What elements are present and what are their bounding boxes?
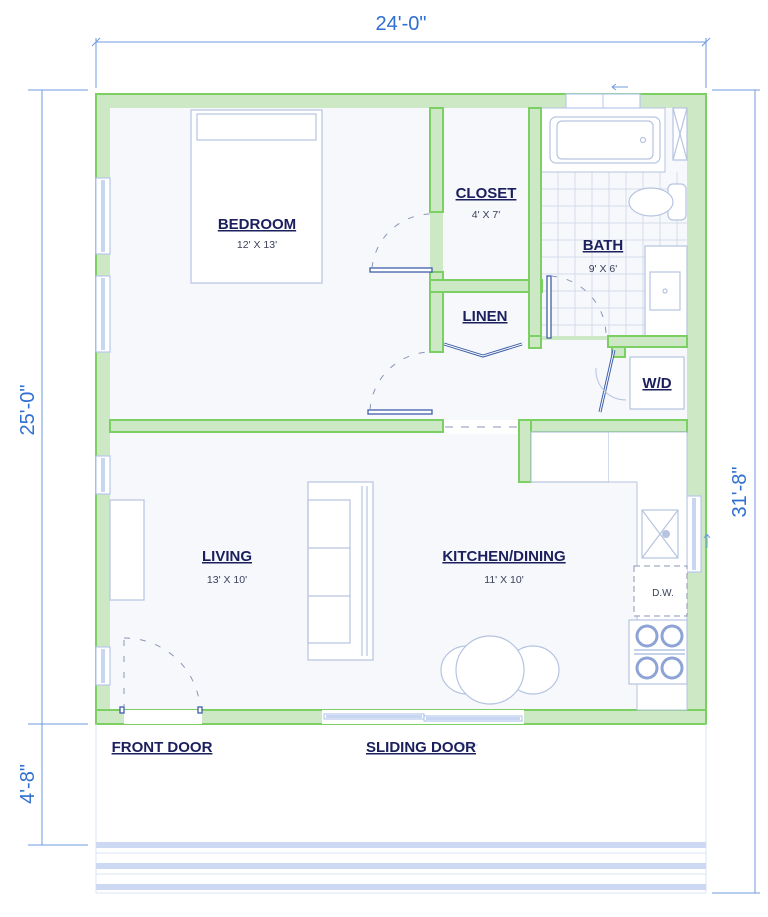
room-name: BATH — [583, 237, 624, 254]
wall-closet-linen — [429, 279, 543, 293]
dimension-width-label: 24'-0" — [376, 13, 427, 35]
bath-door[interactable] — [546, 275, 607, 339]
wall-kitchen-stub — [518, 419, 532, 483]
washer-dryer — [629, 356, 685, 410]
sliding-door-label: SLIDING DOOR — [366, 739, 476, 756]
room-size: 12' X 13' — [237, 239, 277, 251]
wall-bath-laundry — [607, 335, 688, 348]
wall-hall-kitchen — [518, 419, 688, 433]
linen-floor — [443, 292, 529, 340]
toilet-icon — [628, 183, 687, 221]
stove-icon — [628, 619, 688, 685]
dimension-right: 31'-8" — [712, 89, 760, 894]
sofa — [307, 481, 374, 661]
dimension-house-depth-label: 25'-0" — [17, 385, 39, 436]
wall-closet-bath — [528, 107, 542, 349]
refrigerator — [530, 431, 610, 483]
wall-stub — [528, 335, 542, 349]
wall-laundry-stub — [611, 346, 626, 358]
room-bath: BATH 9' X 6' — [583, 237, 624, 275]
room-linen: LINEN — [463, 308, 508, 325]
tub-drain-icon — [639, 136, 647, 144]
room-name: BEDROOM — [218, 216, 296, 233]
room-laundry: W/D — [642, 375, 671, 392]
dimension-overall-depth-label: 31'-8" — [729, 467, 751, 518]
bathtub-icon — [549, 116, 661, 164]
living-windows — [95, 455, 111, 686]
cabinet-cross-2 — [672, 107, 688, 161]
dimension-top: 24'-0" — [91, 13, 711, 88]
sink-drain — [662, 288, 668, 294]
room-size: 13' X 10' — [207, 574, 247, 586]
dishwasher: D.W. — [633, 565, 688, 617]
sliding-door[interactable] — [323, 713, 523, 749]
room-size: 9' X 6' — [589, 263, 618, 275]
front-door-label: FRONT DOOR — [112, 739, 213, 756]
bathtub-inner — [556, 120, 654, 160]
front-door-opening — [124, 710, 202, 724]
dining-table — [440, 635, 560, 705]
dimension-left: 25'-0" 4'-8" — [17, 89, 88, 846]
room-closet: CLOSET 4' X 7' — [456, 185, 517, 221]
front-door[interactable] — [119, 637, 203, 714]
closet-floor — [443, 108, 529, 280]
room-name: LINEN — [463, 308, 508, 325]
bedroom-windows — [95, 177, 111, 353]
room-name: CLOSET — [456, 185, 517, 202]
hallway-floor — [430, 340, 625, 420]
wall-bedroom-closet — [429, 107, 444, 213]
laundry-door[interactable] — [595, 349, 627, 413]
room-kitchen-dining: KITCHEN/DINING 11' X 10' — [442, 548, 565, 586]
bed — [190, 109, 323, 284]
kitchen-sink-icon — [641, 509, 679, 559]
bedroom-door[interactable] — [367, 351, 433, 415]
room-name: KITCHEN/DINING — [442, 548, 565, 565]
linen-bifold-door[interactable] — [443, 342, 523, 358]
dishwasher-label: D.W. — [652, 588, 674, 599]
dimension-porch-depth-label: 4'-8" — [17, 764, 39, 804]
room-size: 4' X 7' — [472, 209, 501, 221]
room-name: LIVING — [202, 548, 252, 565]
tv-console — [109, 499, 145, 601]
room-size: 11' X 10' — [484, 574, 523, 586]
slide-arrow-icon — [611, 83, 628, 91]
room-name: W/D — [642, 375, 671, 392]
sink-icon — [649, 271, 681, 311]
wall-bedroom-living — [109, 419, 444, 433]
room-living: LIVING 13' X 10' — [202, 548, 252, 586]
room-bedroom: BEDROOM 12' X 13' — [218, 216, 296, 251]
closet-door[interactable] — [369, 213, 433, 273]
porch — [95, 724, 707, 894]
